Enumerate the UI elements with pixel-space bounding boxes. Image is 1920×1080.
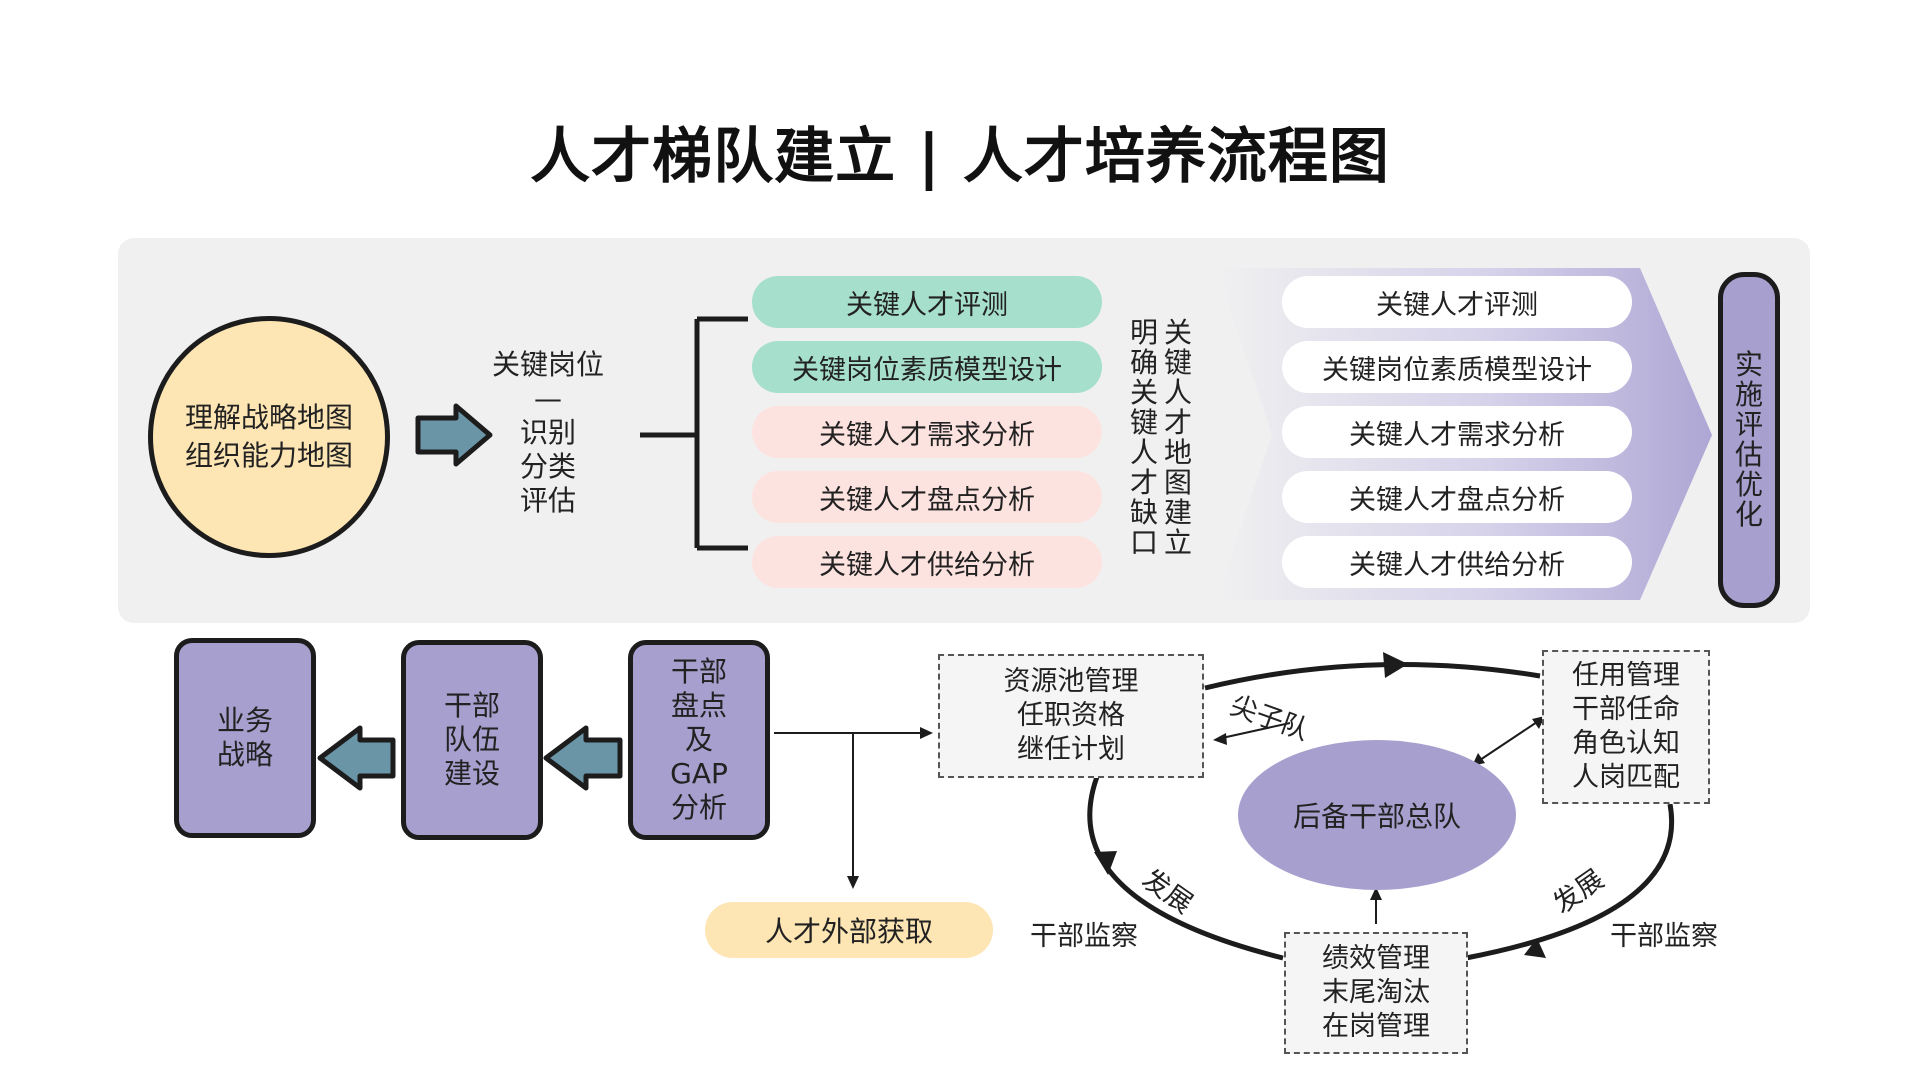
vchar: 建 <box>1163 496 1192 529</box>
vchar: 口 <box>1129 526 1158 559</box>
key-position-line-3: 评估 <box>519 484 576 517</box>
business-line-1: 业务 <box>216 704 273 737</box>
left-item-supply-analysis: 关键人才供给分析 <box>752 536 1102 588</box>
monitor-left-label: 干部监察 <box>1030 921 1138 952</box>
vchar: 缺 <box>1129 496 1158 529</box>
appoint-line-3: 角色认知 <box>1572 728 1680 759</box>
implementation-capsule <box>1718 272 1780 608</box>
vchar: 人 <box>1163 376 1192 409</box>
performance-box: 绩效管理 末尾淘汰 在岗管理 <box>1284 932 1468 1054</box>
vchar: 化 <box>1734 498 1763 531</box>
circle-line-1: 理解战略地图 <box>184 401 353 434</box>
left-block-arrow-1 <box>317 725 396 791</box>
appointment-box: 任用管理 干部任命 角色认知 人岗匹配 <box>1542 650 1710 804</box>
gap-line-1: 干部 <box>670 655 727 688</box>
vchar: 人 <box>1129 436 1158 469</box>
monitor-right-label: 干部监察 <box>1610 921 1718 952</box>
circle-line-2: 组织能力地图 <box>184 439 353 472</box>
vchar: 确 <box>1129 346 1158 379</box>
vchar: 地 <box>1163 436 1192 469</box>
right-item-talent-assessment: 关键人才评测 <box>1282 276 1632 328</box>
left-block-arrow-2 <box>543 725 623 791</box>
business-strategy-box: 业务 战略 <box>174 638 316 838</box>
cadre-team-box: 干部 队伍 建设 <box>401 640 543 840</box>
vchar: 评 <box>1734 408 1763 441</box>
bracket <box>640 316 748 551</box>
pool-line-3: 继任计划 <box>1017 734 1125 765</box>
business-line-2: 战略 <box>216 738 273 771</box>
cadre-gap-box: 干部 盘点 及 GAP 分析 <box>628 640 770 840</box>
pool-line-2: 任职资格 <box>1017 700 1125 731</box>
vchar: 优 <box>1734 468 1763 501</box>
key-position-line-1: 识别 <box>519 416 576 449</box>
strategy-circle: 理解战略地图 组织能力地图 <box>148 316 390 558</box>
vertical-map-text: 关 键 人 才 地 图 建 立 <box>1162 318 1194 558</box>
arc-right <box>1465 803 1674 961</box>
right-item-supply-analysis: 关键人才供给分析 <box>1282 536 1632 588</box>
resource-pool-box: 资源池管理 任职资格 继任计划 <box>938 654 1204 778</box>
vchar: 立 <box>1163 526 1192 559</box>
appoint-line-1: 任用管理 <box>1572 660 1680 691</box>
vchar: 才 <box>1129 466 1158 499</box>
left-item-competency-model: 关键岗位素质模型设计 <box>752 341 1102 393</box>
gap-line-5: 分析 <box>670 791 727 824</box>
vchar: 明 <box>1129 316 1158 349</box>
vchar: 实 <box>1734 348 1763 381</box>
team-line-1: 干部 <box>443 689 500 722</box>
vchar: 才 <box>1163 406 1192 439</box>
arc-top-arrowhead <box>1383 652 1408 678</box>
reserve-cadre-ellipse: 后备干部总队 <box>1238 740 1516 890</box>
gap-line-4: GAP <box>670 757 728 790</box>
right-item-demand-analysis: 关键人才需求分析 <box>1282 406 1632 458</box>
perf-line-3: 在岗管理 <box>1322 1011 1430 1042</box>
team-line-2: 队伍 <box>443 723 500 756</box>
key-position-heading: 关键岗位 <box>491 348 604 381</box>
vchar: 施 <box>1734 378 1763 411</box>
gap-line-3: 及 <box>684 723 713 756</box>
arc-left <box>1087 773 1284 961</box>
arrowhead-sharp <box>1213 733 1227 745</box>
left-item-inventory-analysis: 关键人才盘点分析 <box>752 471 1102 523</box>
gap-line-2: 盘点 <box>670 689 727 722</box>
perf-line-2: 末尾淘汰 <box>1322 977 1430 1008</box>
team-line-3: 建设 <box>443 757 500 790</box>
vchar: 估 <box>1734 438 1763 471</box>
left-item-talent-assessment: 关键人才评测 <box>752 276 1102 328</box>
arc-right-arrowhead <box>1524 938 1546 958</box>
left-item-demand-analysis: 关键人才需求分析 <box>752 406 1102 458</box>
vertical-gap-text: 明 确 关 键 人 才 缺 口 <box>1128 318 1160 558</box>
implementation-text: 实 施 评 估 优 化 <box>1718 272 1780 608</box>
arrowhead-pool <box>920 727 933 739</box>
right-block-arrow <box>415 403 493 467</box>
vchar: 图 <box>1163 466 1192 499</box>
right-item-competency-model: 关键岗位素质模型设计 <box>1282 341 1632 393</box>
perf-line-1: 绩效管理 <box>1322 943 1430 974</box>
vchar: 关 <box>1163 316 1192 349</box>
arrowhead-appoint-up <box>1532 716 1545 729</box>
key-position-dash: — <box>534 382 562 415</box>
arc-top <box>1204 661 1541 691</box>
arrowhead-perf <box>1370 887 1382 900</box>
appoint-line-2: 干部任命 <box>1572 694 1680 725</box>
right-item-inventory-analysis: 关键人才盘点分析 <box>1282 471 1632 523</box>
appoint-line-4: 人岗匹配 <box>1572 762 1680 793</box>
key-position-block: 关键岗位 — 识别 分类 评估 <box>488 348 608 518</box>
vchar: 关 <box>1129 376 1158 409</box>
external-acquisition: 人才外部获取 <box>705 902 993 958</box>
vchar: 键 <box>1163 346 1192 379</box>
page-title: 人才梯队建立 | 人才培养流程图 <box>530 122 1390 192</box>
arrowhead-external <box>847 876 859 889</box>
key-position-line-2: 分类 <box>519 450 576 483</box>
vchar: 键 <box>1129 406 1158 439</box>
arc-left-arrowhead <box>1094 851 1117 875</box>
pool-line-1: 资源池管理 <box>1003 666 1139 697</box>
